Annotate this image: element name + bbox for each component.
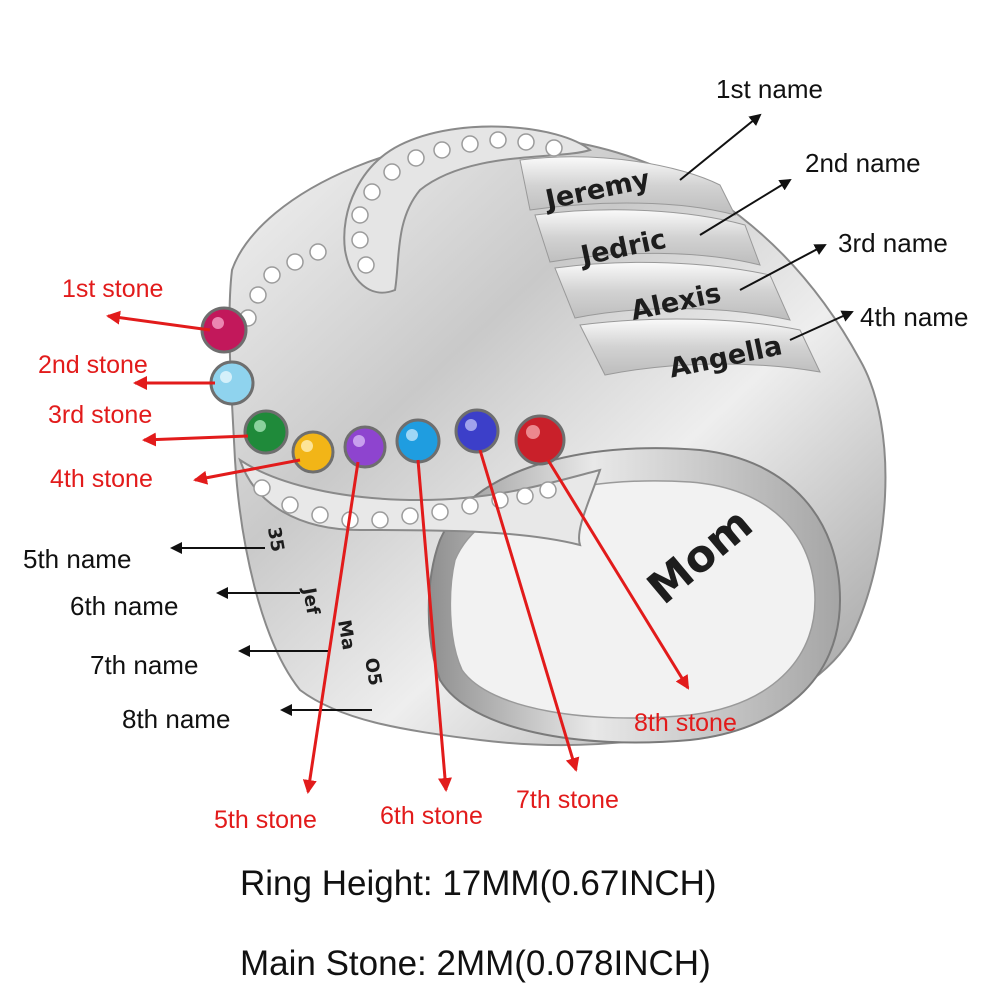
side-engraving-8: O5 (360, 656, 386, 687)
stone-arrow-5 (302, 461, 360, 794)
name-band-4 (579, 318, 821, 376)
stone-3 (243, 409, 289, 455)
name-label-3: 3rd name (838, 228, 948, 258)
stone-arrow-1 (106, 310, 211, 332)
side-engraving-5: 35 (263, 525, 288, 553)
stone-label-2: 2nd stone (38, 351, 148, 379)
name-arrow-2 (699, 178, 792, 236)
name-label-5: 5th name (23, 544, 132, 574)
name-label-2: 2nd name (805, 148, 921, 178)
stone-arrow-3 (142, 432, 249, 447)
birthstones (200, 306, 566, 474)
stone-label-5: 5th stone (214, 806, 317, 834)
heart-outline (343, 125, 593, 294)
stone-4 (291, 430, 335, 474)
name-label-1: 1st name (716, 74, 823, 104)
stone-6 (395, 418, 441, 464)
stone-arrows (106, 310, 690, 794)
ring-height-spec: Ring Height: 17MM(0.67INCH) (240, 864, 717, 903)
name-band-2 (534, 209, 761, 266)
stone-label-6: 6th stone (380, 802, 483, 830)
name-label-7: 7th name (90, 650, 199, 680)
name-band-1 (519, 156, 736, 216)
stone-label-4: 4th stone (50, 465, 153, 493)
stone-8 (514, 414, 566, 466)
stone-arrow-7 (478, 449, 580, 772)
stone-2 (209, 360, 255, 406)
name-label-8: 8th name (122, 704, 231, 734)
stone-arrow-8 (546, 459, 690, 690)
stone-label-3: 3rd stone (48, 401, 153, 429)
name-band-3 (554, 261, 791, 321)
side-engraving-7: Ma (333, 618, 359, 651)
name-label-4: 4th name (860, 302, 969, 332)
stone-arrow-6 (416, 459, 452, 792)
stone-label-7: 7th stone (516, 786, 619, 814)
stone-label-1: 1st stone (62, 275, 164, 303)
name-arrows (170, 113, 854, 716)
name-arrow-4 (789, 310, 854, 341)
stone-5 (343, 425, 387, 469)
stone-arrow-4 (193, 458, 301, 485)
stone-label-8: 8th stone (634, 709, 737, 737)
accent-stones (239, 131, 563, 529)
name-arrow-3 (739, 244, 827, 291)
name-arrow-1 (679, 113, 762, 181)
main-stone-spec: Main Stone: 2MM(0.078INCH) (240, 944, 711, 983)
name-label-6: 6th name (70, 591, 179, 621)
heart-lower-curve (238, 457, 602, 547)
side-engraving-6: Jef (298, 584, 324, 616)
stone-7 (454, 408, 500, 454)
